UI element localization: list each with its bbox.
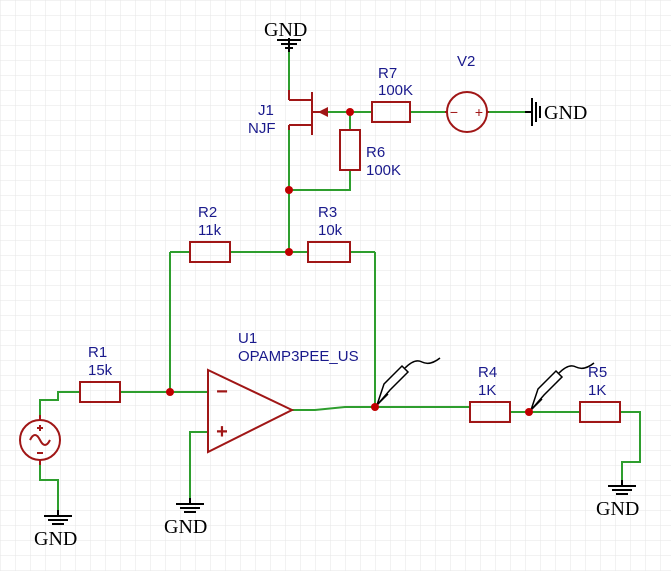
- junction-dot: [525, 408, 533, 416]
- resistor-r5: [579, 401, 621, 423]
- label-gnd: GND: [164, 516, 207, 538]
- v2-minus-sign: −: [450, 104, 458, 120]
- opamp-minus-pin: −: [216, 381, 228, 403]
- resistor-r7: [371, 101, 411, 123]
- resistor-r3: [307, 241, 351, 263]
- label-u1-ref: U1: [238, 330, 257, 347]
- dc-source-v2: − +: [445, 91, 489, 133]
- ac-source: [19, 415, 61, 465]
- label-r2-value: 11k: [198, 222, 222, 239]
- label-v2-ref: V2: [457, 53, 475, 70]
- label-r4-value: 1K: [478, 382, 496, 399]
- wire-r5-to-gnd: [620, 411, 641, 480]
- ground-icon: [277, 38, 301, 52]
- label-r6-ref: R6: [366, 144, 385, 161]
- label-r5-value: 1K: [588, 382, 606, 399]
- label-r5-ref: R5: [588, 364, 607, 381]
- probe-icon: [530, 362, 595, 411]
- probe-icon: [376, 357, 441, 406]
- resistor-r2: [189, 241, 231, 263]
- ground-icon: [525, 98, 541, 126]
- jfet-gate-arrow: [318, 107, 328, 117]
- label-gnd: GND: [596, 498, 639, 520]
- label-r1-value: 15k: [88, 362, 113, 379]
- ground-icon: [608, 480, 636, 495]
- label-j1-value: NJF: [248, 120, 276, 137]
- resistor-r1: [79, 381, 121, 403]
- junction-dot: [285, 248, 293, 256]
- label-gnd: GND: [264, 19, 307, 41]
- junction-dot: [166, 388, 174, 396]
- label-r7-ref: R7: [378, 65, 397, 82]
- junction-dot: [346, 108, 354, 116]
- wires: [39, 52, 641, 510]
- resistor-r6: [339, 129, 361, 171]
- wire-node-to-r6: [289, 170, 351, 191]
- resistor-r4: [469, 401, 511, 423]
- junction-dot: [285, 186, 293, 194]
- wire-source-to-r1: [39, 391, 80, 415]
- junction-dot: [371, 403, 379, 411]
- wire-plus-to-gnd: [189, 431, 208, 498]
- label-gnd: GND: [34, 528, 77, 550]
- v2-plus-sign: +: [475, 104, 483, 120]
- label-r2-ref: R2: [198, 204, 217, 221]
- label-r3-value: 10k: [318, 222, 343, 239]
- label-r1-ref: R1: [88, 344, 107, 361]
- label-r4-ref: R4: [478, 364, 497, 381]
- ground-icon: [176, 498, 204, 513]
- opamp-plus-pin: +: [216, 421, 228, 443]
- opamp-u1: − +: [207, 368, 295, 454]
- label-r7-value: 100K: [378, 82, 413, 99]
- label-u1-value: OPAMP3PEE_US: [238, 348, 359, 365]
- label-r6-value: 100K: [366, 162, 401, 179]
- wire-source-to-gnd: [39, 465, 59, 510]
- sine-icon: [29, 434, 51, 446]
- wire-opamp-out: [292, 406, 375, 411]
- label-gnd: GND: [544, 102, 587, 124]
- ground-icon: [44, 510, 72, 525]
- label-j1-ref: J1: [258, 102, 274, 119]
- label-r3-ref: R3: [318, 204, 337, 221]
- jfet-j1: [288, 90, 328, 135]
